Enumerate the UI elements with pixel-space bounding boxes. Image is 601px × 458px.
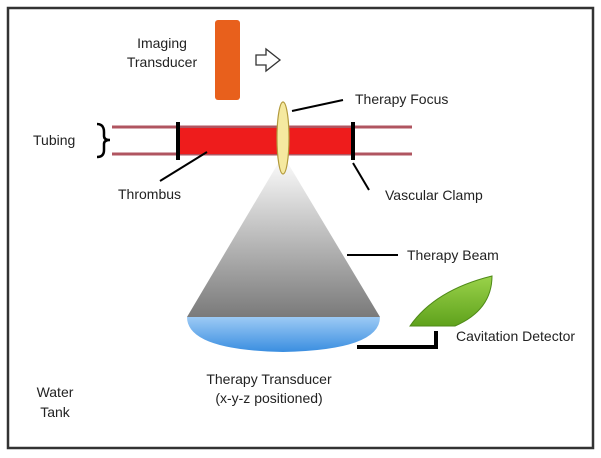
therapy-beam-label: Therapy Beam	[407, 247, 499, 263]
cavitation-detector	[409, 275, 493, 327]
therapy-focus-label: Therapy Focus	[355, 91, 448, 107]
thrombus	[178, 128, 353, 154]
tubing-brace	[96, 122, 111, 159]
arrow-right-icon	[255, 47, 282, 73]
therapy-transducer	[187, 317, 380, 352]
imaging-transducer	[215, 20, 240, 100]
therapy-beam	[187, 155, 380, 317]
water-tank-label-line1: Water	[37, 384, 74, 400]
vascular-clamp-leader	[352, 162, 370, 191]
cavitation-detector-label: Cavitation Detector	[456, 328, 575, 344]
imaging-transducer-tip	[215, 92, 240, 100]
thrombus-label: Thrombus	[118, 186, 181, 202]
therapy-focus	[276, 101, 290, 175]
imaging-transducer-label-line2: Transducer	[127, 54, 198, 70]
tubing-label: Tubing	[33, 132, 75, 148]
water-tank-label-line2: Tank	[40, 404, 71, 420]
thrombus-leader	[159, 151, 208, 182]
therapy-focus-leader	[291, 99, 344, 112]
vascular-clamp-label: Vascular Clamp	[385, 187, 483, 203]
imaging-transducer-label-line1: Imaging	[137, 35, 187, 51]
therapy-transducer-label-line1: Therapy Transducer	[206, 371, 332, 387]
therapy-transducer-label-line2: (x-y-z positioned)	[215, 390, 322, 406]
detector-cable	[357, 331, 438, 349]
